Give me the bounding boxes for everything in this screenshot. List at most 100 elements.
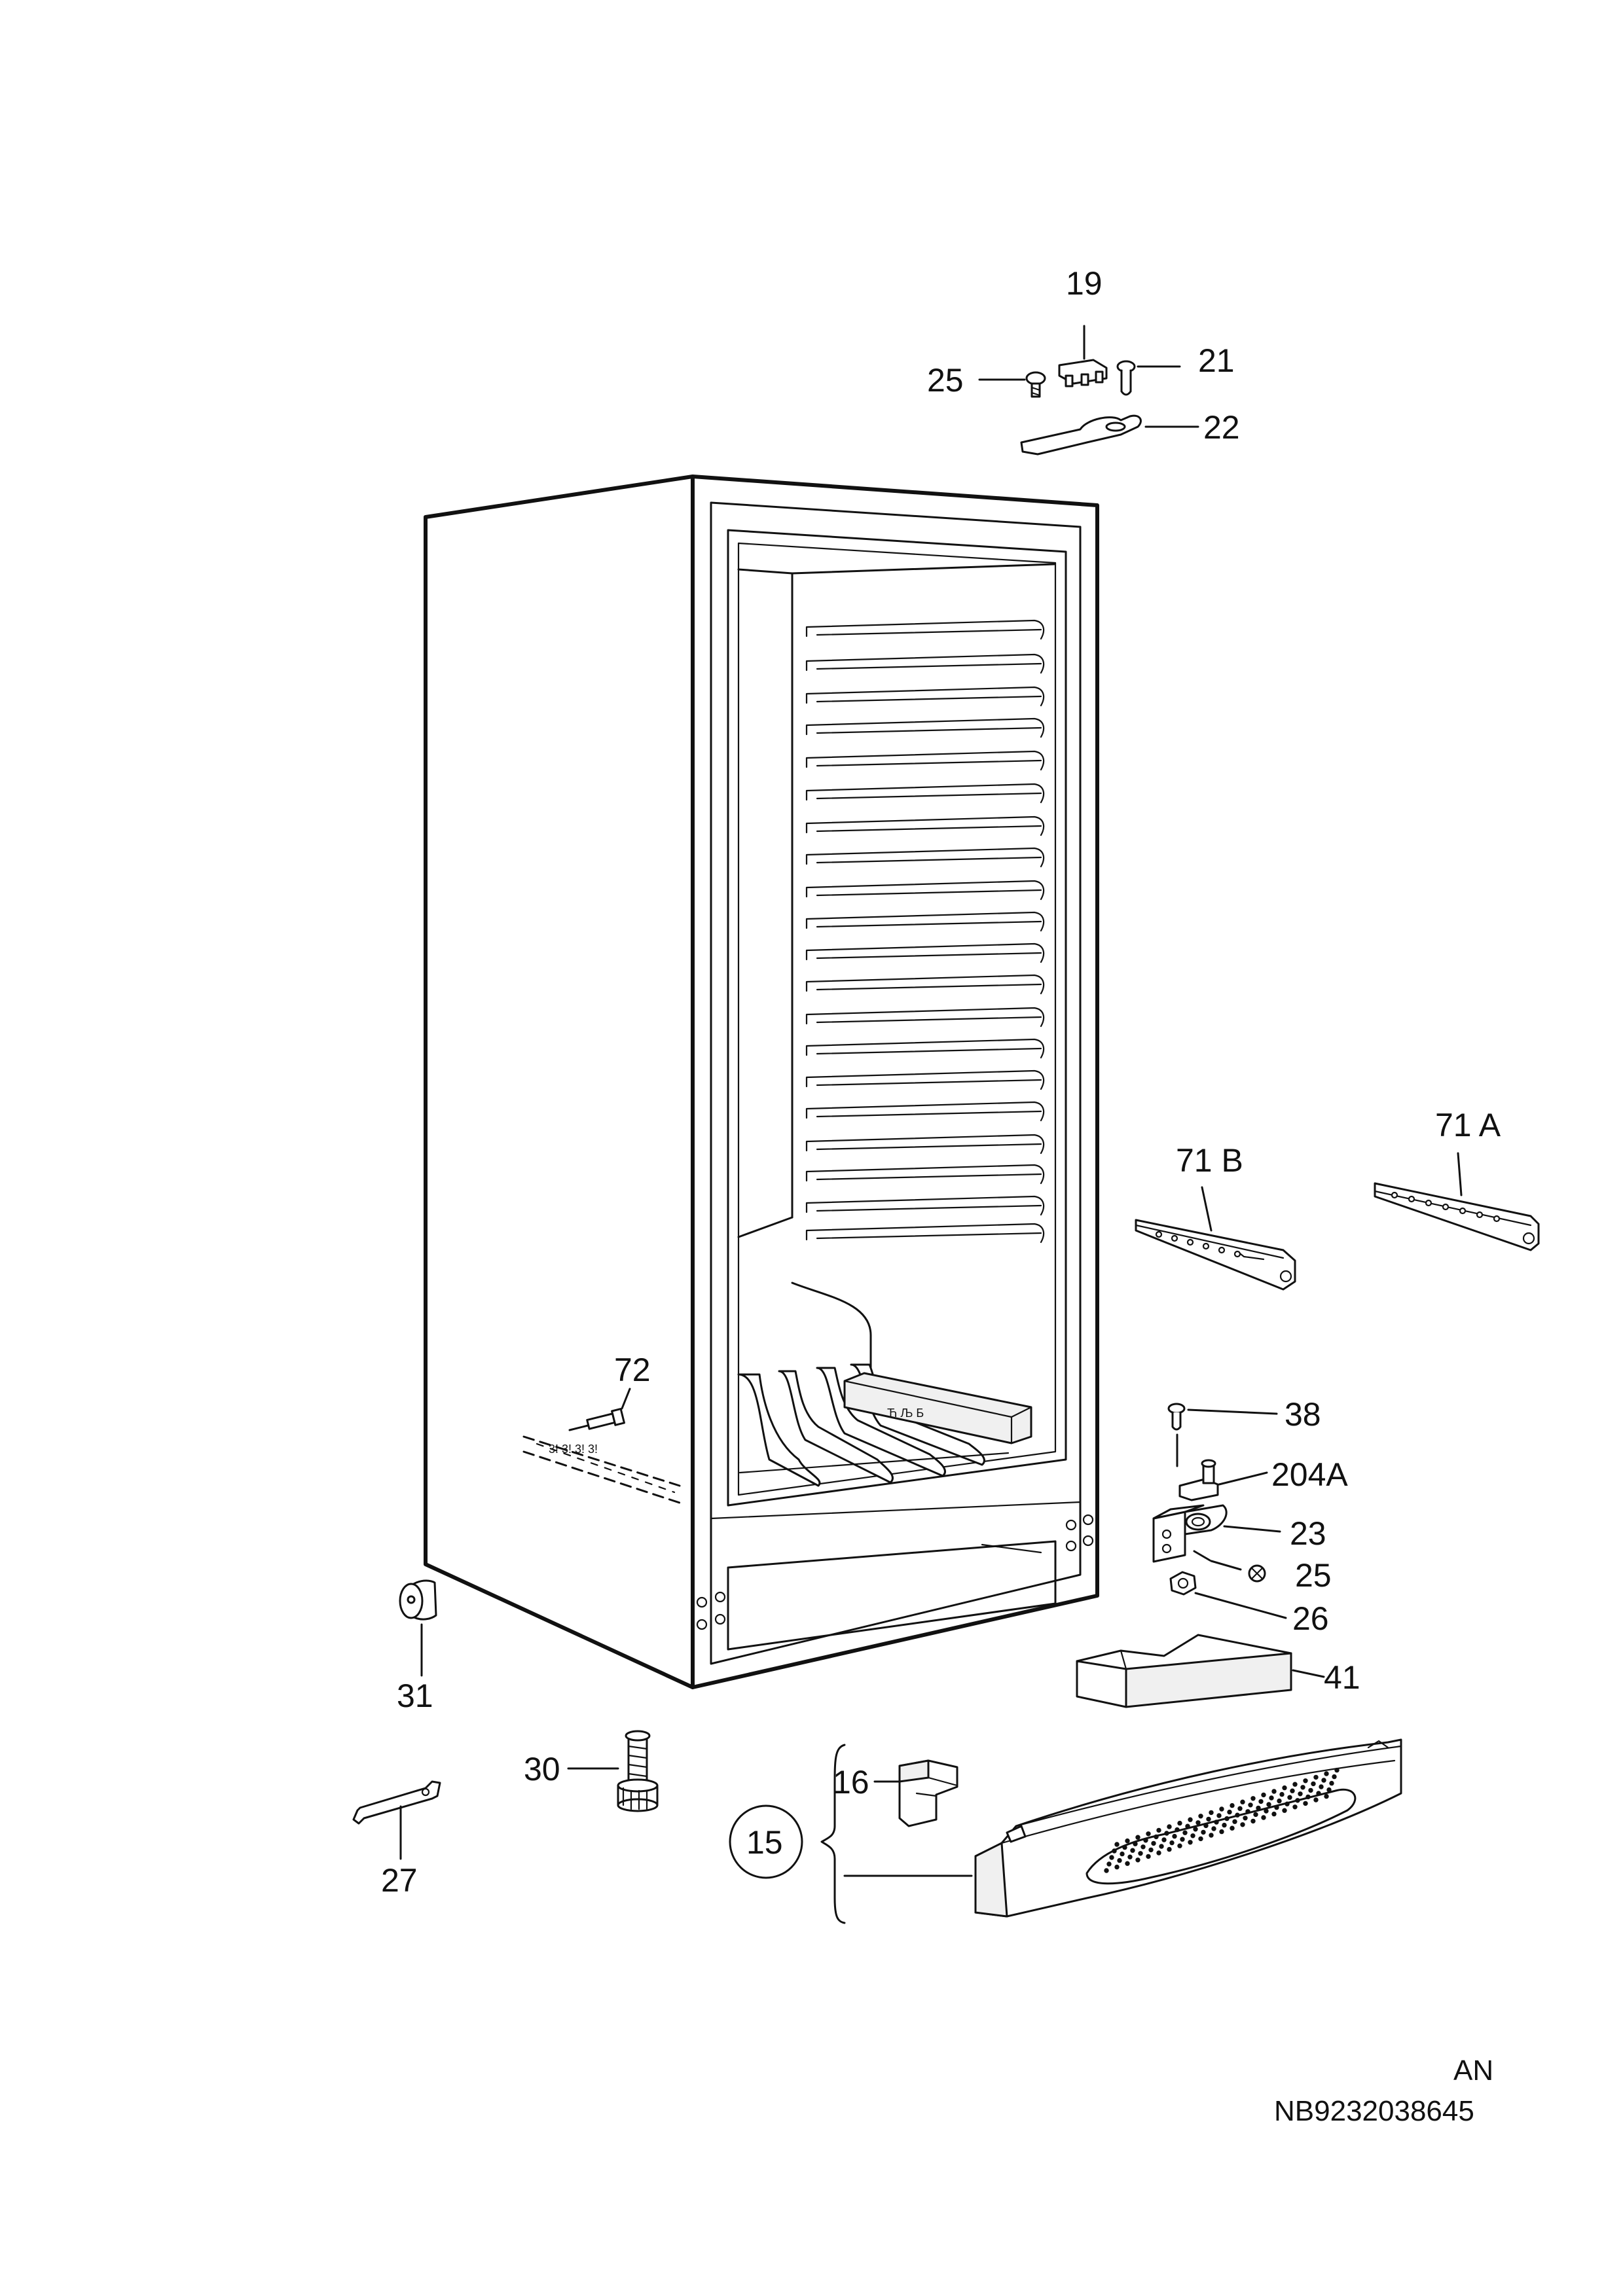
shelf-ridge — [805, 1134, 1045, 1155]
grille-hole — [1148, 1847, 1154, 1853]
grille-hole — [1188, 1817, 1193, 1822]
label-26: 26 — [1292, 1600, 1329, 1637]
hinge-cover-icon — [1058, 359, 1108, 387]
grille-hole — [1151, 1840, 1156, 1846]
grille-hole — [1305, 1794, 1311, 1800]
grille-hole — [1324, 1771, 1329, 1776]
shelf-ridge — [805, 783, 1045, 804]
rail-hole — [1408, 1195, 1415, 1203]
part-labels: 19 21 25 22 71 A 71 B 72 38 204A 23 25 2… — [381, 265, 1501, 1899]
label-71a: 71 A — [1435, 1107, 1501, 1143]
grille-hole — [1300, 1785, 1305, 1790]
grille-hole — [1261, 1815, 1266, 1820]
grille-hole — [1329, 1780, 1334, 1786]
shelf-ridge — [805, 1195, 1045, 1216]
grille-hole — [1156, 1850, 1161, 1856]
shelf-ridge — [805, 1038, 1045, 1059]
grille-hole — [1282, 1785, 1287, 1791]
grille-hole — [1235, 1812, 1240, 1818]
grille-hole — [1167, 1846, 1172, 1852]
shelf-ridge — [805, 717, 1045, 738]
adjustable-foot-icon — [617, 1730, 659, 1812]
grille-hole — [1303, 1801, 1308, 1806]
grille-hole — [1240, 1799, 1245, 1804]
grille-hole — [1114, 1842, 1120, 1847]
grille-hole — [1143, 1838, 1148, 1843]
roller-wheel-31 — [399, 1579, 437, 1677]
grille-hole — [1130, 1848, 1135, 1853]
rail-holes-71B — [1155, 1230, 1241, 1258]
grille-hole — [1334, 1767, 1340, 1773]
drawer-rail-71A — [1374, 1152, 1540, 1251]
grille-hole — [1112, 1848, 1117, 1854]
shelf-ridge — [805, 847, 1045, 868]
rail-hole — [1459, 1207, 1467, 1215]
label-23: 23 — [1290, 1515, 1326, 1552]
label-22: 22 — [1203, 409, 1240, 446]
shelf-ridge — [805, 619, 1045, 640]
shelf-ridge — [805, 653, 1045, 674]
grille-hole — [1106, 1861, 1112, 1867]
grille-hole — [1125, 1838, 1130, 1844]
grille-hole — [1245, 1809, 1250, 1814]
grille-hole — [1287, 1795, 1292, 1800]
rail-hole — [1218, 1246, 1226, 1254]
rail-hole — [1171, 1234, 1178, 1242]
grille-hole — [1219, 1806, 1224, 1812]
label-16: 16 — [833, 1764, 869, 1801]
grille-hole — [1138, 1851, 1143, 1856]
grille-hole — [1227, 1809, 1232, 1815]
label-25-bottom: 25 — [1295, 1557, 1332, 1594]
grille-hole — [1122, 1844, 1127, 1850]
roller-wheel-icon — [399, 1579, 437, 1621]
grille-hole — [1198, 1836, 1203, 1842]
svg-text:Ћ Љ Б: Ћ Љ Б — [887, 1407, 924, 1420]
grille-hole — [1195, 1820, 1201, 1825]
grille-hole — [1214, 1820, 1219, 1825]
grille-hole — [1224, 1816, 1230, 1821]
grille-hole — [1203, 1823, 1209, 1829]
hinge-bracket-icon — [1020, 414, 1142, 456]
grille-hole — [1146, 1831, 1151, 1837]
label-21: 21 — [1198, 342, 1235, 379]
grille-hole — [1290, 1788, 1295, 1793]
grille-hole — [1271, 1811, 1277, 1817]
grille-hole — [1313, 1774, 1319, 1780]
rail-hole — [1233, 1250, 1241, 1258]
grille-hole — [1321, 1778, 1326, 1783]
grille-hole — [1277, 1798, 1282, 1804]
grille-hole — [1109, 1855, 1114, 1860]
grille-hole — [1104, 1868, 1109, 1873]
grille-hole — [1292, 1782, 1298, 1787]
label-15: 15 — [746, 1824, 783, 1861]
hinge-pin-icon — [1116, 360, 1136, 396]
grille-hole — [1169, 1840, 1175, 1846]
shelf-ridge — [805, 1223, 1045, 1244]
shelf-ridge — [805, 880, 1045, 901]
label-71b: 71 B — [1176, 1142, 1243, 1179]
label-204a: 204A — [1271, 1456, 1348, 1493]
grille-hole — [1266, 1802, 1271, 1807]
grille-hole — [1190, 1833, 1195, 1839]
grille-hole — [1198, 1814, 1203, 1819]
grille-hole — [1326, 1787, 1332, 1793]
cabinet-body — [424, 475, 1099, 1689]
grille-hole — [1240, 1822, 1245, 1827]
grille-hole — [1303, 1778, 1308, 1784]
grille-hole — [1324, 1793, 1329, 1799]
grille-hole — [1188, 1840, 1193, 1845]
grille-hole — [1167, 1824, 1172, 1829]
rail-hole — [1391, 1191, 1398, 1199]
grille-hole — [1146, 1854, 1151, 1859]
document-footer: AN NB9232038645 — [1274, 2054, 1493, 2127]
grille-mesh — [1104, 1767, 1340, 1873]
hex-nut-icon — [1169, 1571, 1197, 1596]
grille-hole — [1282, 1808, 1287, 1813]
lower-hinge-assembly — [1076, 1403, 1325, 1708]
rail-screw-icon — [586, 1408, 625, 1430]
footer-language-code: AN — [1453, 2054, 1493, 2087]
grille-hole — [1264, 1808, 1269, 1814]
shelf-ridge — [805, 686, 1045, 707]
grille-hole — [1295, 1798, 1300, 1803]
shelf-ridge — [805, 1007, 1045, 1028]
